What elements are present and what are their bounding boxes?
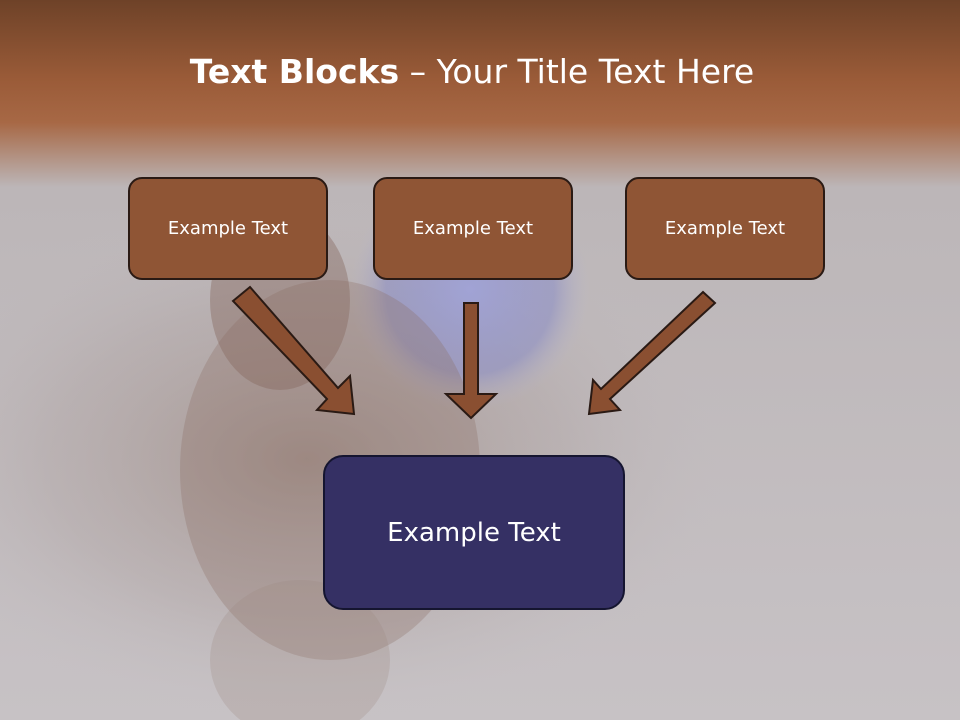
text-block-center[interactable]: Example Text xyxy=(373,177,573,280)
arrow-down-icon xyxy=(443,302,499,420)
title-separator: – xyxy=(399,52,437,91)
slide-title: Text Blocks – Your Title Text Here xyxy=(0,52,944,91)
text-block-left-label: Example Text xyxy=(167,218,289,239)
text-block-center-label: Example Text xyxy=(412,218,534,239)
arrow-down-left-icon xyxy=(587,290,717,416)
title-bold-part: Text Blocks xyxy=(189,52,400,91)
text-block-right[interactable]: Example Text xyxy=(625,177,825,280)
arrow-down-right-icon xyxy=(231,285,356,416)
text-block-bottom[interactable]: Example Text xyxy=(323,455,625,610)
text-block-bottom-label: Example Text xyxy=(387,517,561,548)
title-rest: Your Title Text Here xyxy=(436,52,755,91)
text-block-left[interactable]: Example Text xyxy=(128,177,328,280)
text-block-right-label: Example Text xyxy=(664,218,786,239)
